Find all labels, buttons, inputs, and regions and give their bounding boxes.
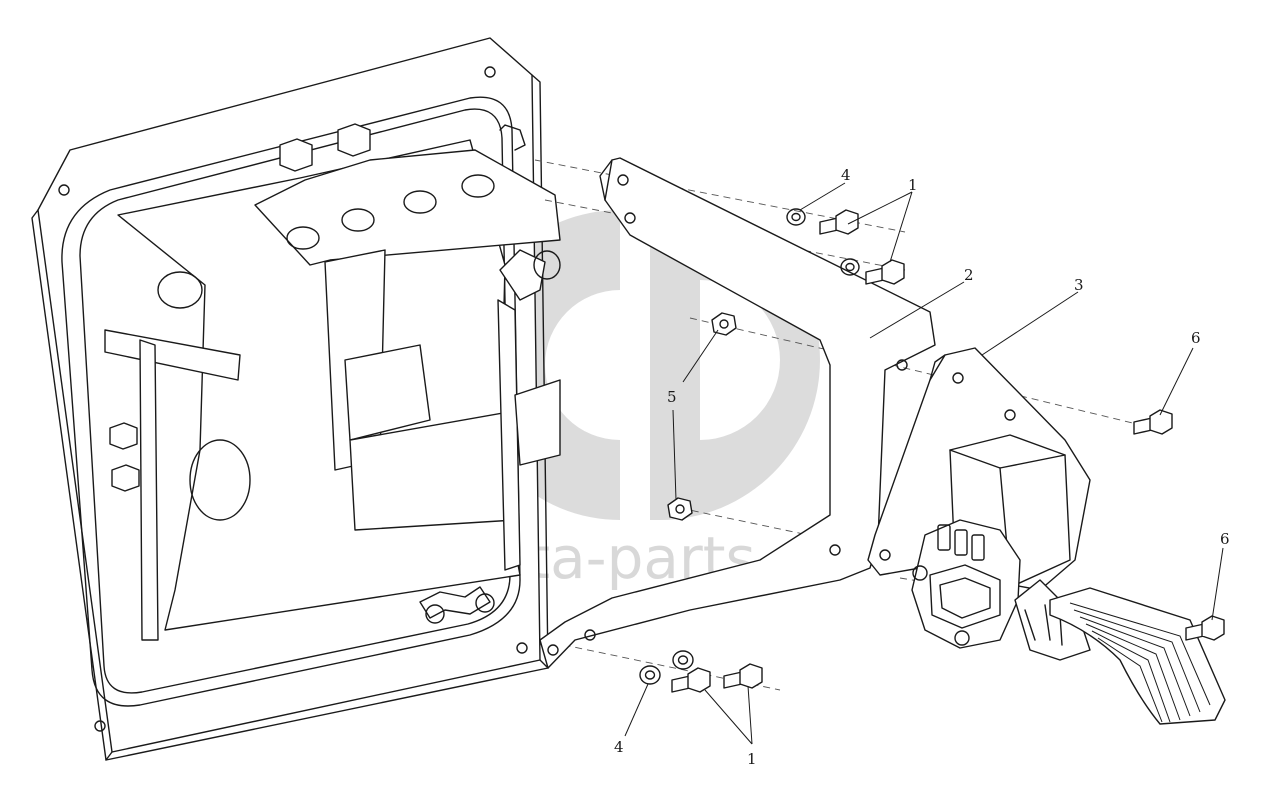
part-2-bracket-plate	[539, 157, 936, 669]
bolt-top-2	[865, 259, 905, 285]
washers-bottom	[639, 650, 694, 685]
leader-lines	[624, 182, 1224, 745]
callout-2: 2	[964, 266, 974, 284]
nut-5-bottom	[667, 497, 693, 521]
callout-5: 5	[667, 388, 677, 406]
nut-5-top	[711, 312, 737, 336]
callouts: 1 2 3 4 5 6 6 4 1	[614, 166, 1230, 768]
bolts-bottom	[671, 663, 763, 693]
callout-1-top: 1	[908, 176, 918, 194]
callout-4-top: 4	[841, 166, 851, 184]
callout-1-bottom: 1	[747, 750, 757, 768]
fasteners	[639, 208, 1225, 693]
callout-4-bottom: 4	[614, 738, 624, 756]
bolt-top-1	[819, 209, 859, 235]
pedal-bracket-assembly	[104, 123, 561, 641]
bolt-6-top	[1133, 409, 1173, 435]
callout-6-top: 6	[1191, 329, 1201, 347]
accelerator-pedal-module	[911, 434, 1226, 725]
washer-top	[786, 208, 860, 276]
callout-6-bottom: 6	[1220, 530, 1230, 548]
callout-3: 3	[1074, 276, 1084, 294]
bolt-6-bottom	[1185, 615, 1225, 641]
